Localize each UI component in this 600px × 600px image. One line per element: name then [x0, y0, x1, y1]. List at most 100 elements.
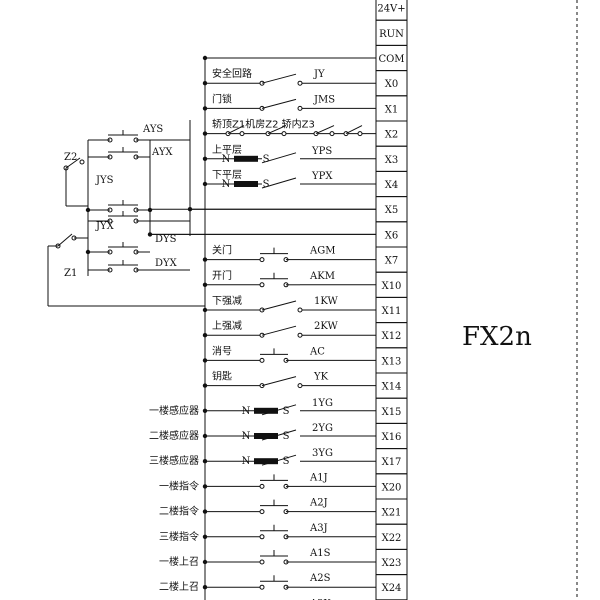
terminal-label: X22: [382, 533, 402, 544]
input-desc: 三楼感应器: [149, 454, 199, 467]
input-desc: 消号: [212, 344, 232, 357]
junction-dot: [187, 207, 193, 212]
magnet-body: [234, 155, 258, 162]
terminal-label: X7: [385, 256, 398, 267]
relay-label: AYX: [151, 147, 173, 158]
terminal-label: X2: [385, 130, 398, 141]
switch-blade: [57, 233, 73, 247]
device-label: A1J: [309, 472, 328, 483]
device-label: AKM: [309, 271, 335, 282]
contact-terminal: [297, 80, 303, 86]
contact-terminal: [259, 483, 265, 489]
device-label: JY: [313, 69, 325, 80]
contact-blade: [261, 300, 297, 311]
junction-dot: [147, 232, 153, 237]
device-label: 1KW: [314, 296, 338, 307]
device-label: A2J: [309, 498, 328, 509]
contact-blade: [261, 376, 297, 387]
magnet-pole-s: S: [263, 179, 270, 190]
switch-label: Z1: [64, 268, 77, 279]
relay-label: AYS: [142, 124, 163, 135]
device-label: YPX: [311, 171, 333, 182]
contact-terminal: [259, 257, 265, 263]
relay-label: DYX: [155, 258, 178, 269]
input-desc: 关门: [212, 244, 232, 257]
device-label: A1S: [309, 548, 331, 559]
reed-blade: [261, 429, 297, 441]
terminal-strip: 24V+RUNCOMX0X1X2X3X4X5X6X7X10X11X12X13X1…: [375, 0, 408, 600]
input-desc: 安全回路: [212, 67, 252, 80]
device-label: JMS: [313, 94, 335, 105]
reed-blade: [261, 177, 297, 189]
input-desc: 一楼感应器: [149, 404, 199, 417]
device-label: 3YG: [312, 448, 333, 459]
terminal-label: X24: [382, 583, 402, 594]
contact-blade: [261, 98, 297, 109]
contact-blade: [261, 325, 297, 336]
contact-blade: [227, 125, 245, 135]
input-desc: 钥匙: [212, 370, 232, 383]
magnet-pole-s: S: [283, 431, 290, 442]
contact-terminal: [297, 307, 303, 313]
relay-label: DYS: [155, 234, 177, 245]
input-desc: 三楼指令: [159, 530, 199, 543]
contact-terminal: [259, 509, 265, 515]
contact-terminal: [259, 282, 265, 288]
switch-blade: [65, 157, 81, 169]
device-label: YPS: [311, 146, 332, 157]
magnet-pole-s: S: [263, 154, 270, 165]
input-desc: 开门: [212, 269, 232, 282]
junction-dot: [85, 207, 91, 213]
contact-terminal: [259, 584, 265, 590]
magnet-pole-s: S: [283, 456, 290, 467]
device-label: A2X: [309, 598, 332, 600]
junction-dot: [147, 207, 153, 213]
contact-terminal: [281, 131, 287, 137]
terminal-label: X15: [382, 407, 402, 418]
terminal-label: X13: [382, 356, 402, 367]
terminal-label: 24V+: [377, 4, 405, 15]
magnet-pole-n: N: [222, 154, 231, 165]
terminal-label: X0: [385, 79, 398, 90]
device-label: 2YG: [312, 423, 333, 434]
terminal-label: X5: [385, 205, 398, 216]
contact-blade: [345, 125, 363, 135]
device-label: AGM: [309, 246, 335, 257]
plc-name: FX2n: [462, 322, 532, 352]
terminal-label: X10: [382, 281, 402, 292]
terminal-label: X6: [385, 230, 398, 241]
junction-dot: [85, 249, 91, 255]
terminal-label: COM: [378, 54, 404, 65]
contact-terminal: [259, 559, 265, 565]
terminal-label: X4: [385, 180, 398, 191]
contact-terminal: [79, 159, 85, 165]
device-label: AC: [309, 346, 325, 357]
contact-blade: [315, 125, 335, 135]
relay-label: JYS: [95, 175, 114, 186]
magnet-pole-n: N: [242, 431, 251, 442]
magnet-pole-n: N: [242, 406, 251, 417]
magnet-pole-n: N: [222, 179, 231, 190]
terminal-label: X16: [382, 432, 402, 443]
device-label: YK: [313, 372, 329, 383]
terminal-label: X23: [382, 558, 402, 569]
input-desc: 下强减: [212, 295, 242, 307]
input-desc: 上强减: [212, 320, 242, 332]
input-desc: 二楼指令: [159, 505, 199, 518]
magnet-body: [254, 458, 278, 465]
reed-blade: [261, 454, 297, 466]
contact-terminal: [297, 383, 303, 389]
contact-terminal: [329, 131, 335, 137]
contact-blade: [261, 73, 297, 84]
terminal-label: X3: [385, 155, 398, 166]
terminal-label: X1: [385, 104, 398, 115]
input-desc: 门锁: [212, 92, 232, 105]
magnet-body: [254, 407, 278, 414]
terminal-label: X11: [382, 306, 402, 317]
terminal-label: X17: [382, 457, 402, 468]
magnet-body: [254, 433, 278, 439]
terminal-label: X21: [382, 508, 402, 519]
